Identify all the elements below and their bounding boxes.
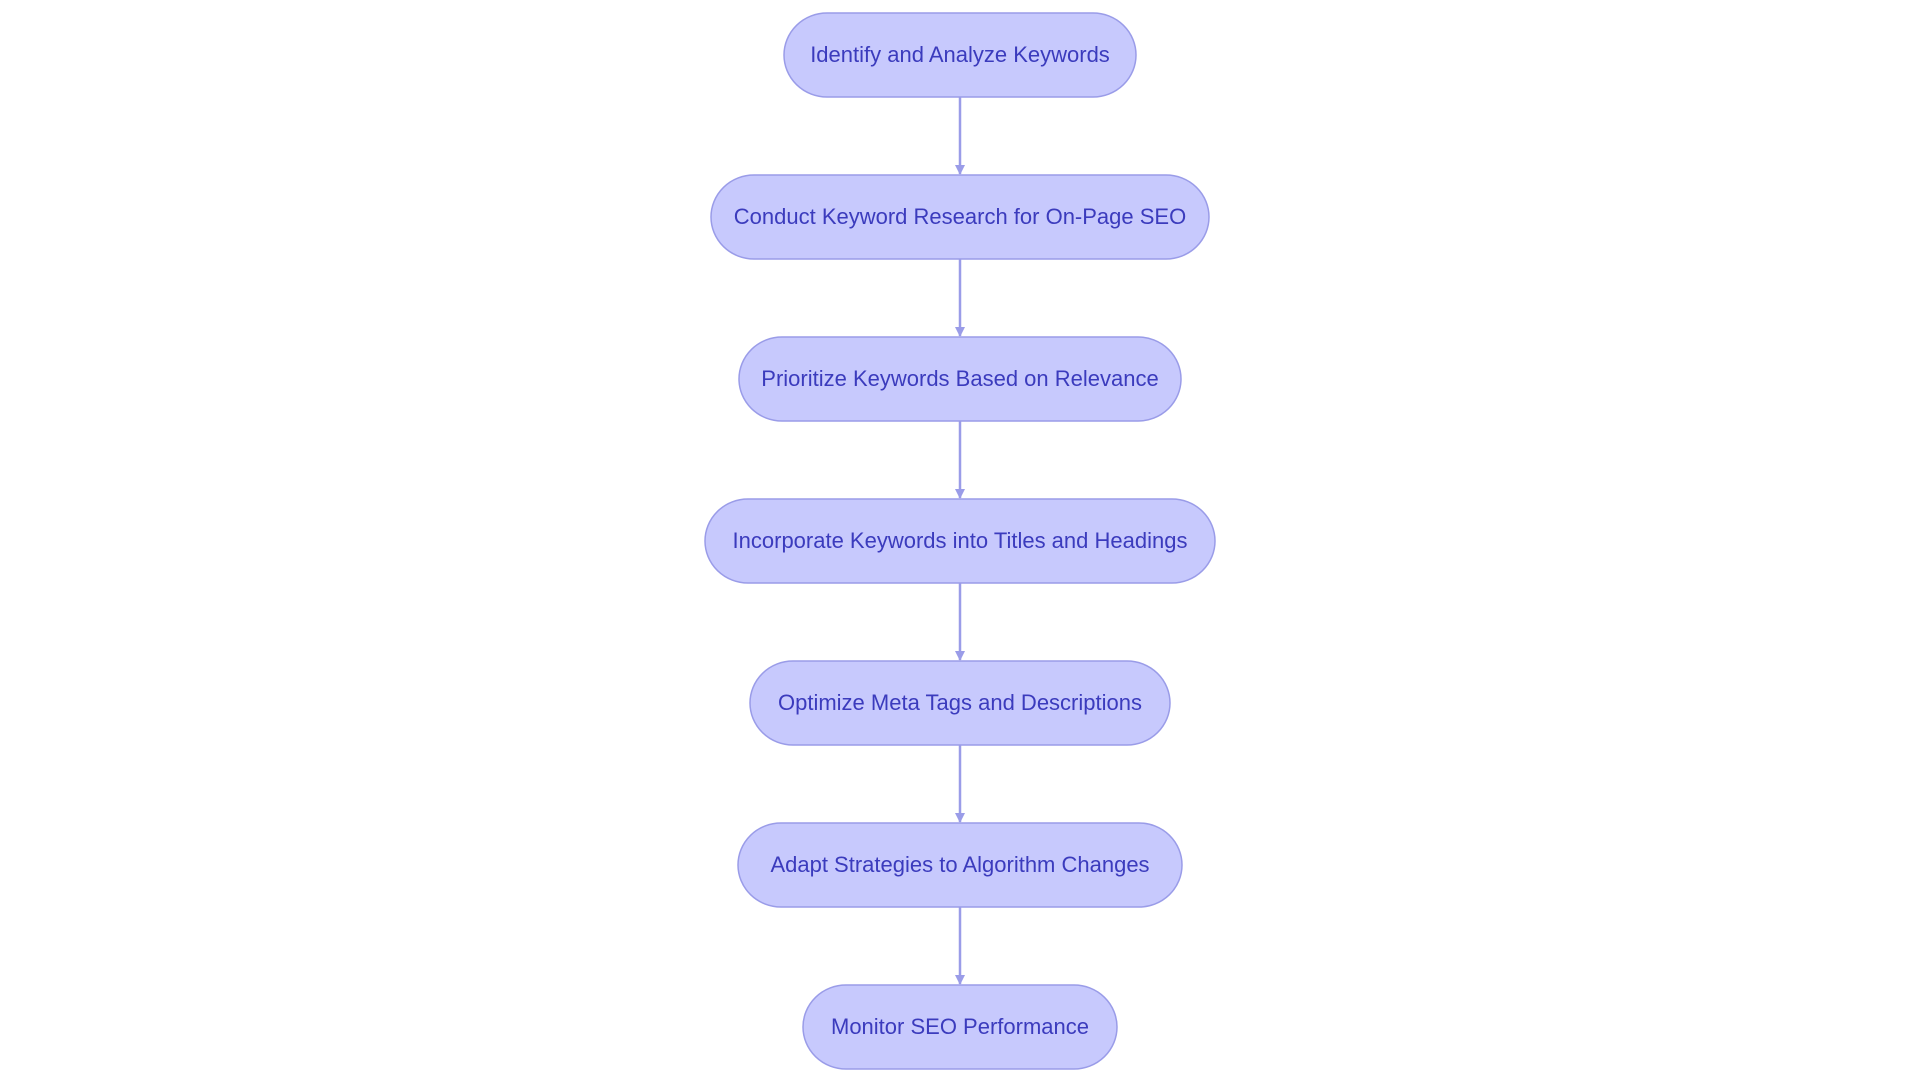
flow-node-4: Incorporate Keywords into Titles and Hea… [704,498,1216,584]
flow-node-box [749,660,1171,746]
flow-node-label: Adapt Strategies to Algorithm Changes [770,852,1149,877]
flow-node-label: Optimize Meta Tags and Descriptions [778,690,1142,715]
flow-node-label: Prioritize Keywords Based on Relevance [761,366,1158,391]
flow-node-5: Optimize Meta Tags and Descriptions [749,660,1171,746]
flow-node-box [710,174,1210,260]
flow-node-box [783,12,1137,98]
flow-node-7: Monitor SEO Performance [802,984,1118,1070]
flow-node-box [738,336,1182,422]
flow-node-label: Monitor SEO Performance [831,1014,1089,1039]
flow-node-label: Incorporate Keywords into Titles and Hea… [733,528,1188,553]
flow-node-1: Identify and Analyze Keywords [783,12,1137,98]
flow-node-label: Identify and Analyze Keywords [810,42,1110,67]
flow-node-box [704,498,1216,584]
flow-node-3: Prioritize Keywords Based on Relevance [738,336,1182,422]
flow-node-2: Conduct Keyword Research for On-Page SEO [710,174,1210,260]
flow-node-box [737,822,1183,908]
flow-node-box [802,984,1118,1070]
flow-node-label: Conduct Keyword Research for On-Page SEO [734,204,1186,229]
flow-node-6: Adapt Strategies to Algorithm Changes [737,822,1183,908]
